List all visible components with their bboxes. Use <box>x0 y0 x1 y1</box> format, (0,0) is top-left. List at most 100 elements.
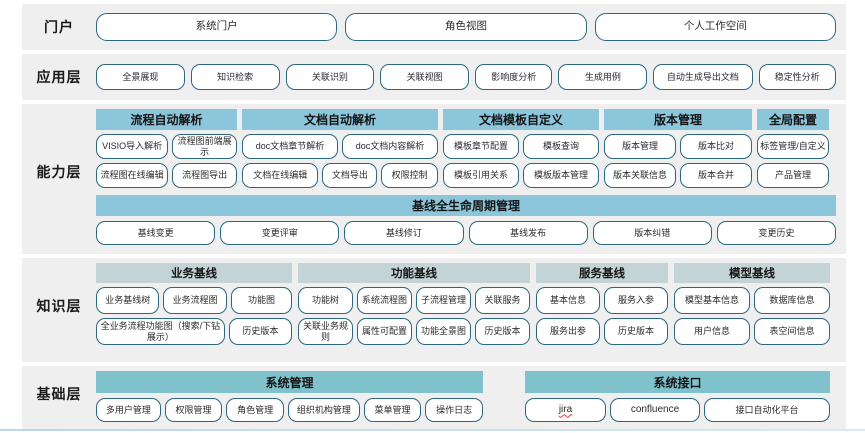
knowledge-item[interactable]: 功能图 <box>230 287 293 314</box>
knowledge-item[interactable]: 模型基本信息 <box>674 287 750 314</box>
knowledge-item-row: 模型基本信息数据库信息 <box>674 287 830 314</box>
layer-band-portal: 门户 系统门户角色视图个人工作空间 <box>22 4 846 50</box>
capability-item-row: 标签管理/自定义 <box>757 134 829 159</box>
portal-item[interactable]: 系统门户 <box>96 13 338 41</box>
capability-item[interactable]: 标签管理/自定义 <box>757 134 829 159</box>
capability-column-header: 文档模板自定义 <box>443 109 599 130</box>
lifecycle-item[interactable]: 基线修订 <box>344 221 464 245</box>
capability-item-row: 文档在线编辑文档导出权限控制 <box>242 163 438 188</box>
knowledge-item[interactable]: 表空间信息 <box>754 318 830 345</box>
knowledge-item[interactable]: 服务入参 <box>604 287 668 314</box>
application-item[interactable]: 全景展现 <box>96 64 185 90</box>
knowledge-column-header: 功能基线 <box>298 263 530 283</box>
infrastructure-item[interactable]: 操作日志 <box>425 398 483 422</box>
knowledge-item-row: 功能树系统流程图子流程管理关联服务 <box>298 287 530 314</box>
lifecycle-item[interactable]: 变更评审 <box>220 221 340 245</box>
application-item[interactable]: 知识检索 <box>190 64 280 90</box>
knowledge-item[interactable]: 用户信息 <box>674 318 750 345</box>
knowledge-item[interactable]: 功能树 <box>298 287 353 314</box>
capability-column: 文档模板自定义模板章节配置模板查询模板引用关系模板版本管理 <box>443 109 599 188</box>
infrastructure-item[interactable]: 角色管理 <box>226 398 284 422</box>
application-item[interactable]: 影响度分析 <box>475 64 553 90</box>
infrastructure-column-header: 系统接口 <box>525 371 830 393</box>
capability-item[interactable]: 版本比对 <box>680 134 752 159</box>
infrastructure-item[interactable]: 接口自动化平台 <box>704 398 830 422</box>
knowledge-item-row: 关联业务规则属性可配置功能全景图历史版本 <box>298 318 530 345</box>
knowledge-item-row: 基本信息服务入参 <box>536 287 668 314</box>
layer-label-capability: 能力层 <box>36 164 82 180</box>
portal-item[interactable]: 个人工作空间 <box>594 13 836 41</box>
capability-item[interactable]: doc文档内容解析 <box>342 134 438 159</box>
application-item[interactable]: 生成用例 <box>558 64 648 90</box>
knowledge-item[interactable]: 服务出参 <box>536 318 600 345</box>
capability-item[interactable]: doc文档章节解析 <box>242 134 338 159</box>
knowledge-item-row: 用户信息表空间信息 <box>674 318 830 345</box>
infrastructure-item[interactable]: 权限管理 <box>164 398 223 422</box>
capability-column-header: 流程自动解析 <box>96 109 237 130</box>
knowledge-item[interactable]: 全业务流程功能图（搜索/下钻展示） <box>96 318 225 345</box>
capability-item[interactable]: 流程图在线编辑 <box>96 163 169 188</box>
capability-item[interactable]: 流程图导出 <box>172 163 237 188</box>
infrastructure-item[interactable]: 组织机构管理 <box>287 398 360 422</box>
infrastructure-column: 系统管理多用户管理权限管理角色管理组织机构管理菜单管理操作日志 <box>96 371 483 422</box>
capability-item[interactable]: 版本管理 <box>604 134 676 159</box>
layer-label-portal: 门户 <box>44 19 74 35</box>
knowledge-item[interactable]: 系统流程图 <box>357 287 412 314</box>
capability-item[interactable]: 产品管理 <box>757 163 829 188</box>
capability-item[interactable]: 模板章节配置 <box>443 134 519 159</box>
application-item[interactable]: 自动生成导出文档 <box>653 64 753 90</box>
knowledge-item[interactable]: 子流程管理 <box>416 287 471 314</box>
knowledge-column: 业务基线业务基线树业务流程图功能图全业务流程功能图（搜索/下钻展示）历史版本 <box>96 263 293 345</box>
application-item-row: 全景展现知识检索关联识别关联视图影响度分析生成用例自动生成导出文档稳定性分析 <box>96 64 836 90</box>
capability-item[interactable]: 文档在线编辑 <box>242 163 319 188</box>
infrastructure-item[interactable]: 多用户管理 <box>96 398 161 422</box>
capability-item[interactable]: 版本关联信息 <box>604 163 676 188</box>
knowledge-item[interactable]: 属性可配置 <box>357 318 412 345</box>
application-item[interactable]: 关联视图 <box>380 64 470 90</box>
knowledge-item[interactable]: 历史版本 <box>475 318 530 345</box>
misspelled-text: jira <box>558 404 573 416</box>
layer-band-knowledge: 知识层 业务基线业务基线树业务流程图功能图全业务流程功能图（搜索/下钻展示）历史… <box>22 258 846 362</box>
infrastructure-item[interactable]: confluence <box>610 398 700 422</box>
capability-item[interactable]: 模板引用关系 <box>443 163 519 188</box>
infrastructure-column-group: 系统管理多用户管理权限管理角色管理组织机构管理菜单管理操作日志 系统接口 jira c… <box>96 366 836 422</box>
capability-item[interactable]: VISIO导入解析 <box>96 134 169 159</box>
infrastructure-item[interactable]: 菜单管理 <box>363 398 422 422</box>
portal-item[interactable]: 角色视图 <box>345 13 587 41</box>
layer-label-infrastructure: 基础层 <box>36 386 82 402</box>
capability-item[interactable]: 版本合并 <box>680 163 752 188</box>
capability-item[interactable]: 流程图前端展示 <box>172 134 237 159</box>
capability-item-row: 产品管理 <box>757 163 829 188</box>
capability-item[interactable]: 文档导出 <box>322 163 378 188</box>
knowledge-item[interactable]: 数据库信息 <box>754 287 830 314</box>
knowledge-item[interactable]: 功能全景图 <box>416 318 471 345</box>
capability-item[interactable]: 模板版本管理 <box>523 163 599 188</box>
knowledge-item[interactable]: 关联服务 <box>475 287 530 314</box>
portal-item-row: 系统门户角色视图个人工作空间 <box>96 13 836 41</box>
knowledge-item[interactable]: 历史版本 <box>604 318 668 345</box>
infrastructure-item-row: 多用户管理权限管理角色管理组织机构管理菜单管理操作日志 <box>96 398 483 422</box>
application-item[interactable]: 稳定性分析 <box>758 64 836 90</box>
capability-lifecycle-header: 基线全生命周期管理 <box>96 195 836 216</box>
knowledge-item[interactable]: 历史版本 <box>228 318 292 345</box>
knowledge-item[interactable]: 基本信息 <box>536 287 600 314</box>
lifecycle-item[interactable]: 基线发布 <box>468 221 588 245</box>
layer-band-infrastructure: 基础层 系统管理多用户管理权限管理角色管理组织机构管理菜单管理操作日志 系统接口 j… <box>22 366 846 429</box>
lifecycle-item[interactable]: 版本纠错 <box>592 221 712 245</box>
capability-item[interactable]: 权限控制 <box>381 163 438 188</box>
lifecycle-item[interactable]: 基线变更 <box>96 221 216 245</box>
application-item[interactable]: 关联识别 <box>285 64 375 90</box>
knowledge-item[interactable]: 关联业务规则 <box>298 318 353 345</box>
lifecycle-item[interactable]: 变更历史 <box>716 221 837 245</box>
infrastructure-item[interactable]: jira <box>525 398 606 422</box>
knowledge-column-header: 服务基线 <box>536 263 668 283</box>
knowledge-item[interactable]: 业务流程图 <box>163 287 227 314</box>
knowledge-item[interactable]: 业务基线树 <box>96 287 160 314</box>
capability-lifecycle-group: 基线全生命周期管理 基线变更变更评审基线修订基线发布版本纠错变更历史 <box>96 195 837 245</box>
capability-item[interactable]: 模板查询 <box>523 134 599 159</box>
